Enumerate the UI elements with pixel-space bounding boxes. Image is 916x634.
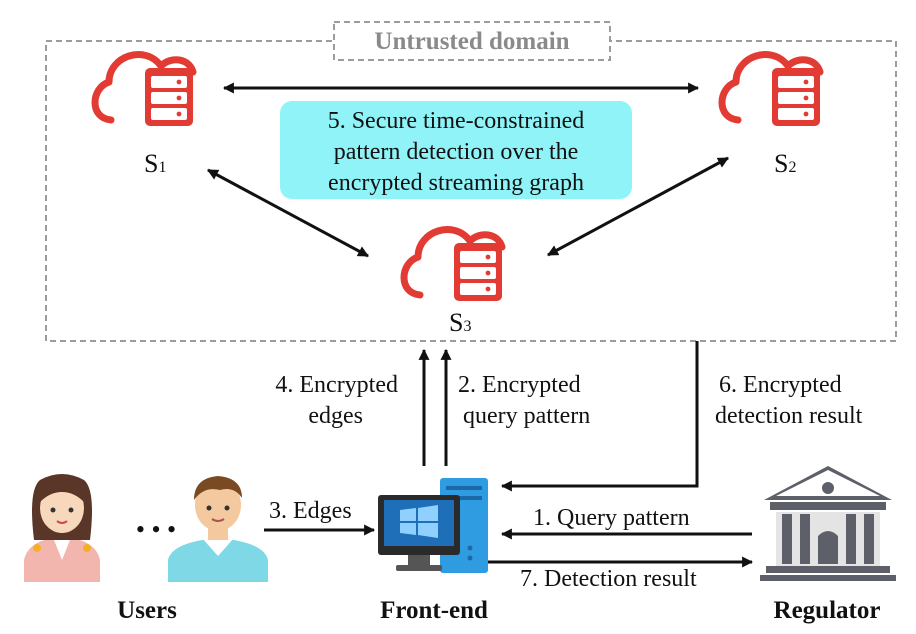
label-encrypted-result-2: detection result	[715, 403, 863, 429]
label-detection-result: 7. Detection result	[520, 566, 697, 592]
user-boy-icon	[168, 476, 268, 582]
server-label-s2: S2	[774, 149, 796, 178]
step5-line1: 5. Secure time-constrained	[328, 108, 585, 134]
cloud-server-icon	[722, 55, 820, 126]
cloud-server-icon	[95, 55, 193, 126]
secure-detection-highlight	[280, 101, 632, 199]
label-edges: 3. Edges	[269, 498, 352, 524]
label-encrypted-query-2: query pattern	[463, 403, 590, 429]
arrow-encrypted-result	[500, 341, 699, 492]
actor-users: Users	[117, 597, 177, 624]
server-label-s3: S3	[449, 308, 471, 337]
actor-regulator: Regulator	[774, 597, 881, 624]
arrow-s2-s3	[547, 156, 729, 257]
label-encrypted-edges-1: 4. Encrypted	[275, 372, 398, 398]
label-encrypted-result-1: 6. Encrypted	[719, 372, 842, 398]
label-encrypted-edges-2: edges	[308, 403, 363, 429]
label-encrypted-query-1: 2. Encrypted	[458, 372, 581, 398]
cloud-server-icon	[404, 230, 502, 301]
step5-line3: encrypted streaming graph	[328, 170, 584, 196]
domain-title-box	[333, 21, 611, 61]
arrow-s1-s3	[207, 168, 369, 258]
domain-title: Untrusted domain	[374, 28, 569, 55]
users-ellipsis: • • •	[136, 515, 176, 544]
computer-icon	[378, 478, 488, 573]
actor-frontend: Front-end	[380, 597, 488, 624]
step5-line2: pattern detection over the	[334, 139, 579, 165]
server-label-s1: S1	[144, 149, 166, 178]
courthouse-icon	[760, 466, 896, 581]
user-girl-icon	[24, 474, 100, 582]
label-query-pattern: 1. Query pattern	[533, 505, 690, 531]
